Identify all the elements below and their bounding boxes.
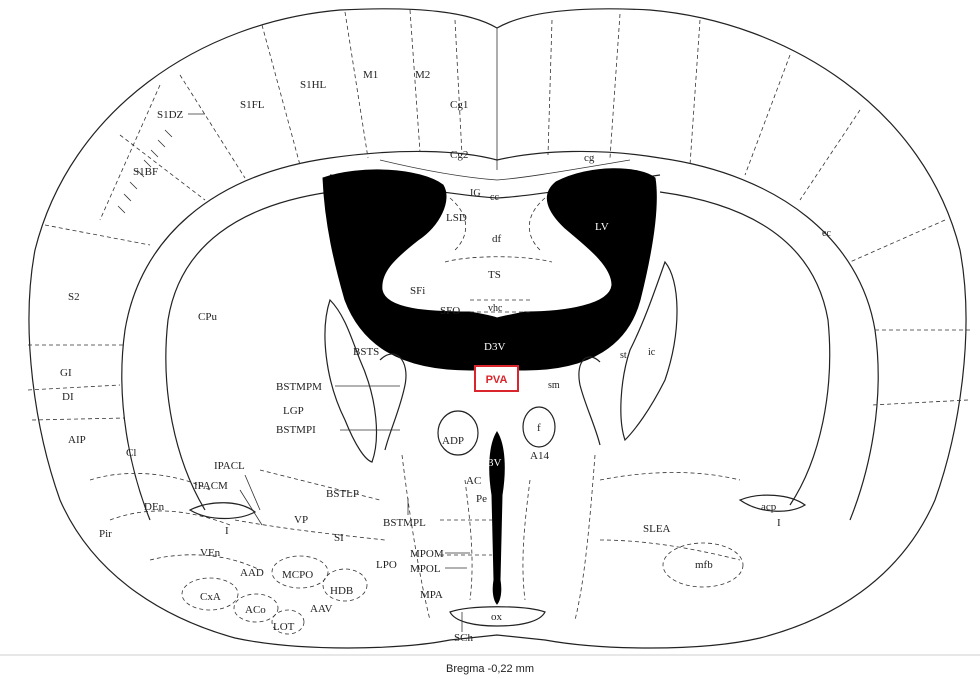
label-vp: VP <box>294 514 308 526</box>
label-cpu: CPu <box>198 311 217 323</box>
stria-right <box>579 357 600 445</box>
label-m1: M1 <box>363 69 378 81</box>
label-lgp: LGP <box>283 405 304 417</box>
label-cg2: Cg2 <box>450 149 468 161</box>
label-sm: sm <box>548 380 560 391</box>
caption: Bregma -0,22 mm <box>446 663 534 675</box>
label-si: SI <box>334 532 344 544</box>
label-ts: TS <box>488 269 501 281</box>
label-s2: S2 <box>68 291 80 303</box>
label-ec: ec <box>822 228 831 239</box>
label-ox: ox <box>491 611 503 623</box>
label-pe: Pe <box>476 493 487 505</box>
label-sch: SCh <box>454 632 473 644</box>
label-i-right: I <box>777 517 781 529</box>
label-m2: M2 <box>415 69 430 81</box>
label-cc: cc <box>490 192 499 203</box>
pva-label: PVA <box>486 374 508 386</box>
label-bsts: BSTS <box>353 346 379 358</box>
label-slea: SLEA <box>643 523 671 535</box>
label-lpo: LPO <box>376 559 397 571</box>
label-bstmpm: BSTMPM <box>276 381 322 393</box>
label-a14: A14 <box>530 450 549 462</box>
label-mpa: MPA <box>420 589 443 601</box>
label-aav: AAV <box>310 603 332 615</box>
label-3v: 3V <box>488 457 502 469</box>
label-ipacm: IPACM <box>194 480 228 492</box>
label-s1hl: S1HL <box>300 79 327 91</box>
label-df: df <box>492 233 502 245</box>
adp-region <box>438 411 478 455</box>
stria-left <box>380 354 406 450</box>
label-aip: AIP <box>68 434 86 446</box>
label-gi: GI <box>60 367 72 379</box>
label-cl: Cl <box>126 447 136 459</box>
external-capsule-left <box>166 192 330 510</box>
label-hdb: HDB <box>330 585 353 597</box>
label-mfb: mfb <box>695 559 713 571</box>
label-acp: acp <box>761 501 777 513</box>
label-mpom: MPOM <box>410 548 444 560</box>
label-bstmpi: BSTMPI <box>276 424 316 436</box>
label-sfi: SFi <box>410 285 425 297</box>
label-sfo: SFO <box>440 305 460 317</box>
external-capsule-right <box>660 192 830 505</box>
label-ipacl: IPACL <box>214 460 245 472</box>
label-mpol: MPOL <box>410 563 441 575</box>
label-bstlp: BSTLP <box>326 488 359 500</box>
label-lot: LOT <box>273 621 295 633</box>
label-cg: cg <box>584 152 595 164</box>
anterior-commissure-left <box>190 503 255 519</box>
label-aco: ACo <box>245 604 266 616</box>
label-i-left: I <box>225 525 229 537</box>
label-ig: IG <box>470 188 481 199</box>
label-lv: LV <box>595 221 609 233</box>
label-di: DI <box>62 391 74 403</box>
label-aad: AAD <box>240 567 264 579</box>
label-s1bf: S1BF <box>133 166 158 178</box>
label-s1fl: S1FL <box>240 99 265 111</box>
label-d3v: D3V <box>484 341 505 353</box>
label-mcpo: MCPO <box>282 569 313 581</box>
label-s1dz: S1DZ <box>157 109 184 121</box>
label-cxa: CxA <box>200 591 221 603</box>
label-ac: AC <box>466 475 481 487</box>
label-st: st <box>620 350 627 361</box>
label-ven: VEn <box>200 547 221 559</box>
label-cg1: Cg1 <box>450 99 468 111</box>
label-lsd: LSD <box>446 212 467 224</box>
label-ic: ic <box>648 347 656 358</box>
label-pir: Pir <box>99 528 112 540</box>
label-vhc: vhc <box>488 303 503 314</box>
label-den: DEn <box>144 501 165 513</box>
label-bstmpl: BSTMPL <box>383 517 426 529</box>
label-f: f <box>537 422 541 434</box>
label-adp: ADP <box>442 435 464 447</box>
